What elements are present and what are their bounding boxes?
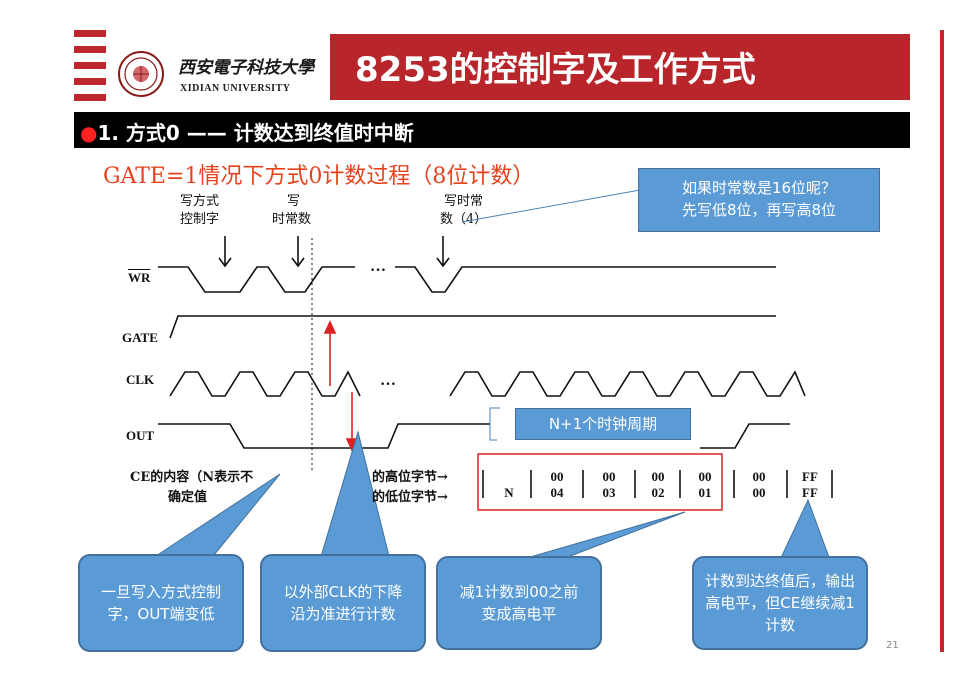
section-heading-text: 1. 方式0 —— 计数达到终值时中断 [97,121,414,145]
callout-count-to-00: 减1计数到00之前变成高电平 [436,556,602,650]
decor-stripe [74,62,106,69]
ce-cell-5-top: 00 [752,469,766,484]
clock-period-label: N+1个时钟周期 [515,408,691,440]
signal-wr-label: WR [128,270,151,285]
out-waveform [158,423,490,449]
ce-cell-2-bottom: 03 [602,485,616,500]
ce-low-byte-label: 的低位字节→ [372,490,448,505]
bullet-icon: ● [80,121,98,145]
note-16bit: 如果时常数是16位呢？ 先写低8位，再写高8位 [638,168,880,232]
note-16bit-line2: 先写低8位，再写高8位 [681,201,837,219]
label-write-mode-1: 写方式 [180,194,220,209]
clk-waveform [169,370,361,397]
label-write-const4-1: 写时常 [444,194,484,209]
ce-cell-0-bottom: N [504,485,514,500]
section-heading: ●1. 方式0 —— 计数达到终值时中断 [80,117,414,146]
label-write-const-1: 写 [287,194,301,209]
ce-label-line2: 确定值 [168,490,208,505]
decor-stripe [74,30,106,37]
page-number: 21 [886,640,899,651]
callout-3-text: 减1计数到00之前变成高电平 [459,583,579,623]
title-band [330,34,910,100]
ce-cell-4-bottom: 01 [698,485,712,500]
clk-ellipsis: … [380,372,396,389]
ce-cell-2-top: 00 [602,469,616,484]
label-write-const-2: 时常数 [272,212,312,227]
callout-write-control-word: 一旦写入方式控制字，OUT端变低 [78,554,244,652]
ce-cell-3-bottom: 02 [651,485,665,500]
decor-stripe [74,46,106,53]
university-name-cn: 西安電子科技大學 [178,58,314,78]
subtitle: GATE=1情况下方式0计数过程（8位计数） [103,164,535,189]
signal-out-label: OUT [126,428,155,443]
signal-clk-label: CLK [126,372,155,387]
wr-waveform [158,266,355,293]
callout-4-pointer [779,498,831,561]
ce-cell-1-bottom: 04 [550,485,564,500]
ce-countdown-frame [477,453,723,511]
ce-cell-1-top: 00 [550,469,564,484]
right-accent-bar [940,30,944,652]
decor-stripe [74,94,106,101]
callout-terminal-count: 计数到达终值后，输出高电平，但CE继续减1计数 [692,556,868,650]
note-16bit-line1: 如果时常数是16位呢？ [681,179,837,197]
ce-label-line1: CE的内容（N表示不 [130,470,254,485]
gate-waveform [169,315,776,339]
callout-1-text: 一旦写入方式控制字，OUT端变低 [100,583,221,623]
page-title: 8253的控制字及工作方式 [355,50,756,90]
signal-gate-label: GATE [122,330,158,345]
section-bar [74,112,910,148]
callout-clk-falling-edge: 以外部CLK的下降沿为准进行计数 [260,554,426,652]
ce-high-byte-label: 的高位字节→ [372,470,448,485]
ce-cell-4-top: 00 [698,469,712,484]
callout-2-text: 以外部CLK的下降沿为准进行计数 [283,583,403,623]
ce-cell-3-top: 00 [651,469,665,484]
callout-4-text: 计数到达终值后，输出高电平，但CE继续减1计数 [705,572,856,634]
label-write-mode-2: 控制字 [180,212,220,227]
wr-ellipsis: … [370,258,386,275]
ce-cell-6-bottom: FF [802,485,818,500]
callout-3-pointer [519,511,686,561]
ce-cell-6-top: FF [802,469,818,484]
ce-cell-5-bottom: 00 [752,485,766,500]
note-pointer-line [461,189,641,223]
label-write-const4-2: 数（4） [440,212,488,227]
university-seal-icon [118,51,164,97]
university-name-en: XIDIAN UNIVERSITY [180,83,291,94]
decor-stripe [74,78,106,85]
